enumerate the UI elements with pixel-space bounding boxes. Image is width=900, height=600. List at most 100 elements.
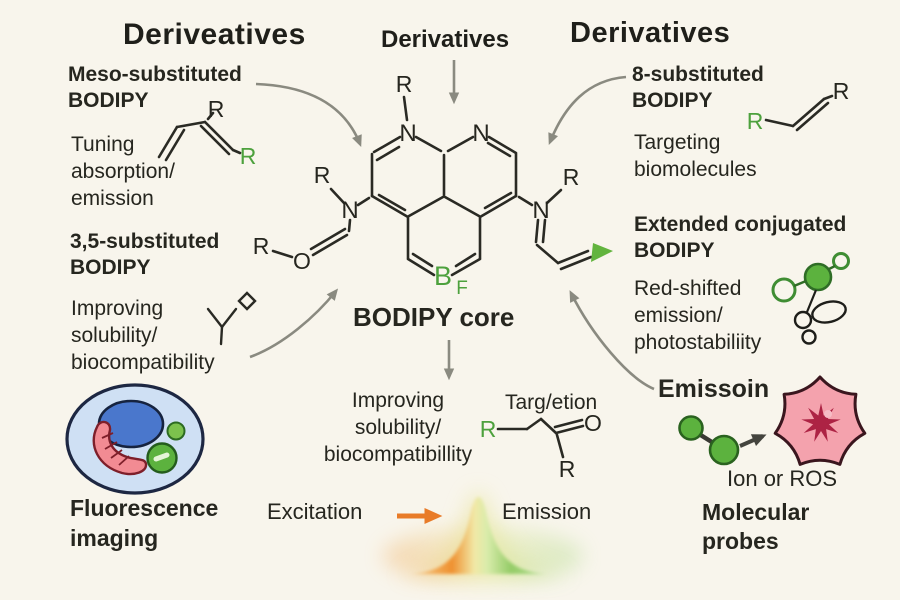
bond — [535, 243, 560, 265]
atom-o-ketone: O — [584, 410, 602, 436]
targetion-label: Targ/etion — [505, 391, 598, 414]
double-bond-inner — [309, 227, 347, 251]
atom-r-ketone-green: R — [480, 416, 497, 442]
meso-desc-line1: Tuning — [71, 133, 135, 156]
sub8-title-line1: 8-substituted — [632, 63, 764, 86]
sub35-desc-line2: solubility/ — [71, 324, 158, 347]
bond — [517, 195, 534, 207]
bond — [402, 95, 409, 122]
heading-derivatives-center: Derivatives — [381, 26, 510, 53]
ketone-fragment — [496, 417, 585, 459]
atom-r-top: R — [396, 71, 413, 97]
double-bond-inner — [199, 124, 231, 156]
double-bond-inner — [553, 418, 584, 429]
doodle-ring-filled — [803, 262, 833, 292]
extended-description: Red-shifted emission/ photostabiliity — [634, 275, 761, 356]
bond — [372, 135, 402, 154]
sub8-desc-line1: Targeting — [634, 131, 721, 154]
bond — [203, 120, 235, 152]
excitation-label: Excitation — [267, 499, 363, 524]
bodipy-core-structure — [271, 95, 593, 277]
imaging-line1: Fluorescence — [70, 495, 219, 521]
bond — [478, 194, 518, 219]
doodle-blob-ellipse — [811, 300, 847, 324]
ros-splat-icon — [773, 375, 867, 466]
bond — [231, 148, 242, 155]
bond — [554, 424, 585, 435]
doodle-bond — [793, 279, 807, 288]
meso-desc-line2: absorption/ — [71, 160, 175, 183]
linker-branch — [220, 307, 238, 329]
bond — [370, 194, 410, 219]
linker-branch — [206, 307, 224, 329]
bond — [534, 218, 540, 244]
core-desc-line3: biocompatibillity — [323, 443, 473, 466]
arrow-35sub-to-core — [249, 288, 339, 359]
bond — [311, 233, 349, 257]
meso-desc-line3: emission — [71, 187, 154, 210]
probe-arrow — [739, 434, 767, 448]
sub8-desc-line2: biomolecules — [634, 158, 757, 181]
bond — [487, 135, 518, 155]
spectrum-sharp-peak — [410, 497, 547, 574]
vesicle-small — [166, 421, 186, 441]
atom-o-left: O — [293, 248, 311, 274]
bond — [450, 257, 482, 277]
bond — [525, 417, 543, 431]
emission-heading: Emissoin — [658, 375, 770, 403]
meso-substituted-title: Meso-substituted BODIPY — [68, 62, 242, 114]
arrow-8sub-to-core — [548, 75, 627, 146]
sub8-title-line2: BODIPY — [632, 89, 713, 112]
bond — [443, 195, 481, 218]
diamond-icon — [237, 291, 257, 311]
bond — [555, 433, 565, 459]
bond — [556, 249, 590, 265]
bond — [539, 417, 558, 435]
bond — [206, 111, 215, 121]
double-bond-inner — [454, 252, 477, 268]
doodle-ring-small — [832, 252, 850, 270]
atom-n-right: N — [472, 120, 489, 147]
core-desc-line1: Improving — [351, 389, 445, 412]
sub35-title-line1: 3,5-substituted — [70, 230, 220, 253]
atom-n-left: N — [399, 120, 416, 147]
bond — [406, 257, 436, 277]
sub35-title: 3,5-substituted BODIPY — [70, 229, 219, 281]
atom-r-alkene-green: R — [747, 108, 764, 134]
extended-title-line1: Extended conjugated — [634, 213, 847, 236]
diene-fragment — [157, 111, 242, 162]
vesicle-highlight — [153, 452, 170, 462]
bond — [157, 125, 179, 159]
atom-f: F — [456, 278, 468, 299]
sub35-desc-line3: biocompatibility — [71, 351, 215, 374]
doodle-blob-circle — [793, 310, 813, 330]
bond — [347, 218, 352, 233]
probe-dot-large — [708, 434, 740, 466]
double-bond-inner — [486, 141, 512, 158]
conjugated-molecule-icon — [771, 252, 850, 345]
probe-dot-small — [678, 415, 704, 441]
flow-arrows — [249, 60, 655, 391]
bond — [329, 187, 346, 205]
atom-r-ext-left: R — [314, 162, 331, 188]
double-bond-inner — [164, 128, 186, 162]
heading-derivatives-right: Derivatives — [570, 17, 731, 49]
heading-derivatives-left: Deriveatives — [123, 18, 306, 51]
meso-title-line1: Meso-substituted — [68, 63, 242, 86]
sub35-desc-line1: Improving — [71, 297, 164, 320]
bond — [407, 195, 445, 218]
emission-label: Emission — [502, 499, 592, 524]
mitochondria-stripes — [101, 432, 130, 466]
atom-n-ext-right: N — [532, 197, 549, 224]
y-linker-icon — [206, 291, 257, 346]
bond — [414, 135, 443, 153]
probe-molecules-icon — [678, 415, 767, 466]
double-bond-inner — [483, 191, 513, 210]
bond — [446, 135, 475, 153]
core-desc-line2: solubility/ — [354, 416, 442, 439]
fluorescence-imaging-label: Fluorescence imaging — [70, 493, 218, 553]
bond — [175, 120, 207, 129]
bond — [791, 97, 826, 128]
bond — [356, 196, 371, 207]
